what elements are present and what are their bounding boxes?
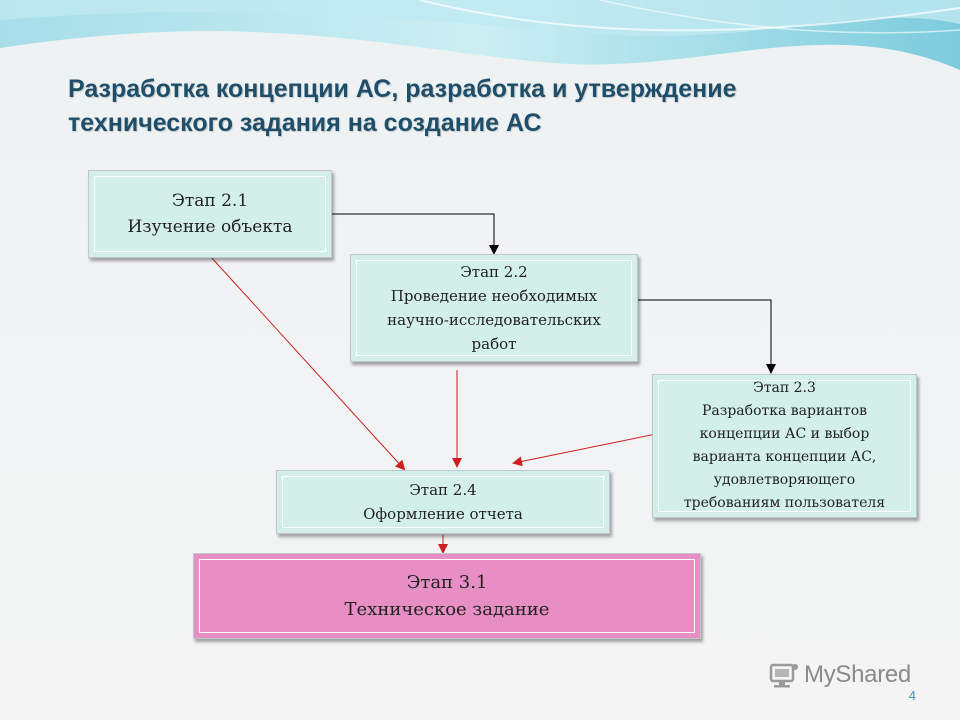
slide-title: Разработка концепции АС, разработка и ут… [68, 72, 888, 140]
edge-2-1-to-2-2 [332, 213, 499, 255]
stage-2-4-text: Оформление отчета [363, 505, 523, 523]
edge-2-2-to-2-3 [632, 299, 776, 374]
stage-2-2-label: Этап 2.2 [460, 263, 528, 281]
stage-2-3-text-line2: концепции АС и выбор [699, 426, 870, 442]
stage-2-2-box: Этап 2.2 Проведение необходимых научно-и… [350, 254, 638, 362]
stage-2-2-text-line3: работ [471, 335, 517, 353]
myshared-watermark: MyShared [768, 658, 928, 692]
edge-2-1-to-2-4 [209, 255, 406, 471]
myshared-logo-text: MyShared [804, 661, 911, 688]
stage-2-3-label: Этап 2.3 [753, 380, 816, 396]
stage-2-3-text-line5: требованиям пользователя [683, 495, 886, 511]
slide-title-line1: Разработка концепции АС, разработка и ут… [68, 75, 737, 103]
slide-title-line2: технического задания на создание АС [68, 109, 542, 137]
stage-2-4-box: Этап 2.4 Оформление отчета [276, 470, 610, 534]
stage-2-2-text-line2: научно-исследовательских [387, 311, 601, 329]
myshared-logo-icon [769, 663, 798, 688]
stage-2-3-text-line3: варианта концепции АС, [692, 449, 877, 465]
stage-3-1-label: Этап 3.1 [406, 572, 488, 593]
stage-3-1-text: Техническое задание [344, 599, 550, 620]
page-number: 4 [908, 688, 916, 703]
stage-2-1-label: Этап 2.1 [171, 191, 249, 211]
stage-2-2-text-line1: Проведение необходимых [390, 287, 598, 305]
stage-2-3-box: Этап 2.3 Разработка вариантов концепции … [652, 374, 917, 518]
stage-2-1-text: Изучение объекта [127, 217, 293, 237]
stage-2-1-box: Этап 2.1 Изучение объекта [88, 170, 332, 258]
edge-2-3-to-2-4 [512, 433, 657, 467]
stage-2-4-label: Этап 2.4 [409, 481, 477, 499]
stage-2-3-text-line1: Разработка вариантов [701, 403, 868, 419]
stage-3-1-box: Этап 3.1 Техническое задание [193, 553, 701, 639]
stage-2-3-text-line4: удовлетворяющего [713, 472, 856, 488]
